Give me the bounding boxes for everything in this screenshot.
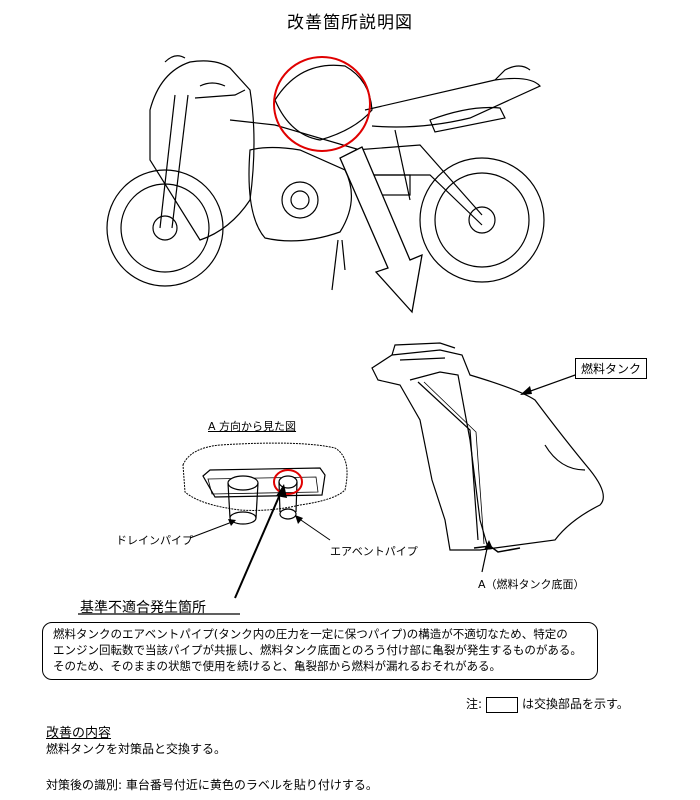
identification-note: 対策後の識別: 車台番号付近に黄色のラベルを貼り付けする。 (46, 778, 378, 792)
improvement-body: 燃料タンクを対策品と交換する。 (46, 742, 227, 756)
improvement-heading: 改善の内容 (46, 726, 112, 741)
description-line-1: 燃料タンクのエアベントパイプ(タンク内の圧力を一定に保つパイプ)の構造が不適切な… (53, 627, 568, 641)
rear-wheel (419, 157, 545, 283)
view-direction-arrow (339, 146, 423, 314)
highlight-circle-vent (273, 469, 303, 495)
legend-swatch (486, 696, 519, 713)
highlight-circle-tank (273, 56, 371, 152)
label-drain-pipe: ドレインパイプ (116, 534, 193, 547)
legend-note: 注: は交換部品を示す。 (466, 695, 629, 713)
label-a-tank-bottom: A（燃料タンク底面） (478, 578, 585, 591)
description-line-2: エンジン回転数で当該パイプが共振し、燃料タンク底面とのろう付け部に亀裂が発生する… (53, 643, 582, 657)
label-fuel-tank: 燃料タンク (575, 358, 648, 379)
label-view-a: A 方向から見た図 (208, 420, 297, 433)
description-box: 燃料タンクのエアベントパイプ(タンク内の圧力を一定に保つパイプ)の構造が不適切な… (42, 622, 598, 680)
label-air-vent-pipe: エアベントパイプ (330, 545, 418, 558)
legend-prefix: 注: (466, 697, 483, 711)
label-nonconformity-location: 基準不適合発生箇所 (80, 600, 206, 616)
description-line-3: そのため、そのままの状態で使用を続けると、亀裂部から燃料が漏れるおそれがある。 (53, 659, 502, 673)
fuel-tank-shape (371, 349, 604, 551)
fuel-tank-outline (274, 64, 373, 141)
legend-suffix: は交換部品を示す。 (522, 697, 629, 711)
page-title: 改善箇所説明図 (287, 13, 413, 33)
